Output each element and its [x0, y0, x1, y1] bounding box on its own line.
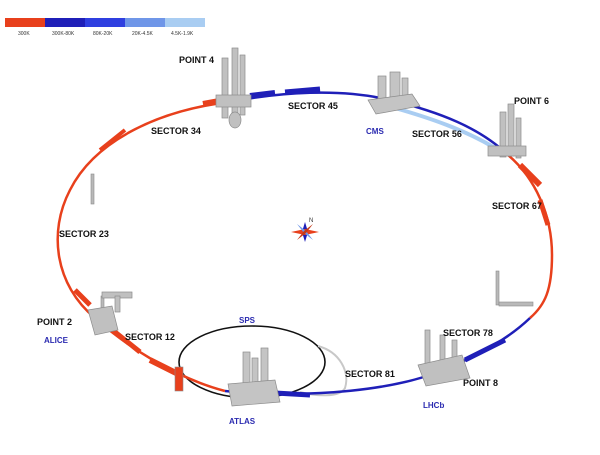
legend-label: 4.5K-1.9K	[171, 31, 194, 37]
atlas-structure	[227, 347, 281, 407]
label-point-2: POINT 2	[37, 317, 72, 327]
label-point-8: POINT 8	[463, 378, 498, 388]
sps-transfer-line	[299, 345, 348, 397]
temperature-legend: 300K 300K-80K 80K-20K 20K-4.5K 4.5K-1.9K	[5, 18, 205, 37]
point-4-structure	[215, 47, 252, 129]
compass-rose-icon: N	[291, 218, 319, 242]
label-point-4: POINT 4	[179, 55, 214, 65]
legend-swatch-4-5k-1-9k	[165, 18, 205, 27]
svg-text:N: N	[309, 218, 313, 224]
label-sector-23: SECTOR 23	[59, 229, 109, 239]
legend-swatch-20k-4-5k	[125, 18, 165, 27]
legend-label: 80K-20K	[93, 31, 113, 37]
ring-warm-east	[507, 154, 554, 319]
label-alice: ALICE	[44, 336, 69, 345]
label-lhcb: LHCb	[423, 401, 444, 410]
legend-swatch-300k-80k	[45, 18, 85, 27]
legend-label: 300K-80K	[52, 31, 75, 37]
label-cms: CMS	[366, 127, 384, 136]
ring-warm-west	[56, 100, 231, 393]
cms-structure	[367, 71, 421, 115]
lhcb-structure	[417, 329, 471, 387]
alice-structure	[87, 291, 133, 336]
label-sector-45: SECTOR 45	[288, 101, 338, 111]
legend-swatch-300k	[5, 18, 45, 27]
access-shafts	[90, 173, 534, 392]
label-atlas: ATLAS	[229, 417, 256, 426]
label-point-6: POINT 6	[514, 96, 549, 106]
label-sector-78: SECTOR 78	[443, 328, 493, 338]
label-sector-12: SECTOR 12	[125, 332, 175, 342]
point-6-structure	[487, 103, 527, 159]
label-sector-67: SECTOR 67	[492, 201, 542, 211]
label-sector-34: SECTOR 34	[151, 126, 201, 136]
legend-label: 300K	[18, 31, 30, 37]
label-sector-56: SECTOR 56	[412, 129, 462, 139]
legend-swatch-80k-20k	[85, 18, 125, 27]
ring-sector-56-cold	[394, 106, 497, 150]
label-sps: SPS	[239, 316, 256, 325]
legend-label: 20K-4.5K	[132, 31, 154, 37]
ring-thick-segments	[73, 86, 551, 398]
label-sector-81: SECTOR 81	[345, 369, 395, 379]
